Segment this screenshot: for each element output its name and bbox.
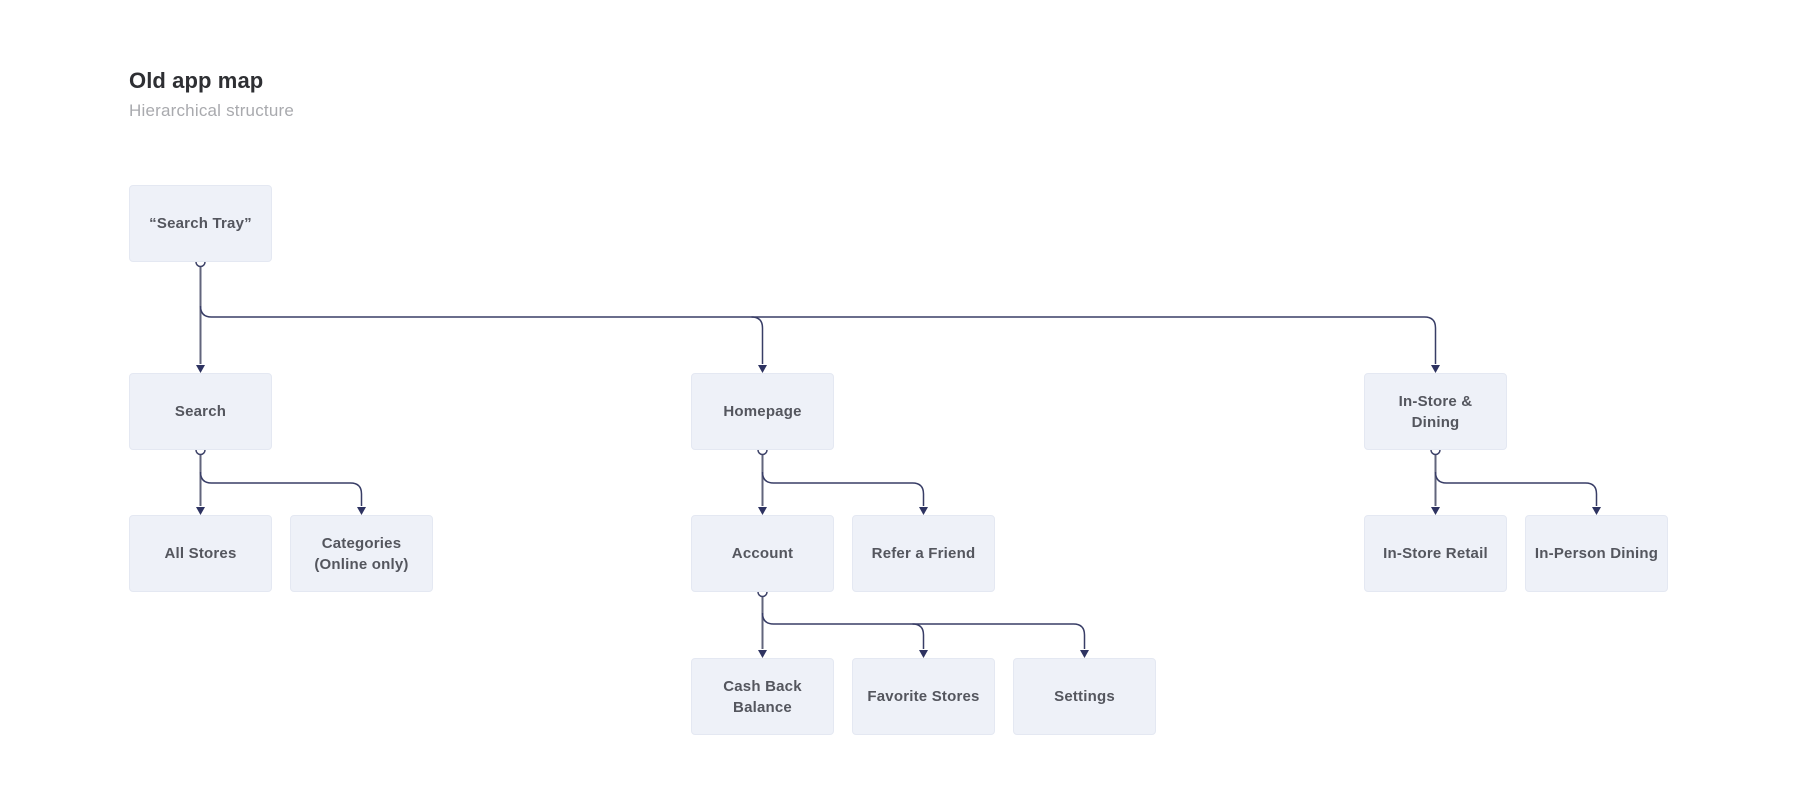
node-categories-online-only[interactable]: Categories (Online only) <box>290 515 433 592</box>
connector-search-tray-children <box>196 266 1440 373</box>
connector-in-store-dining-children <box>1431 454 1601 515</box>
arrowhead-favorite-stores <box>919 650 928 658</box>
connector-search-children <box>196 454 366 515</box>
connector-homepage-children <box>758 454 928 515</box>
node-label: Settings <box>1054 688 1115 705</box>
page-title: Old app map <box>129 68 264 93</box>
node-label: Cash Back Balance <box>723 677 802 716</box>
arrowhead-search <box>196 365 205 373</box>
node-label: “Search Tray” <box>149 215 252 232</box>
node-search[interactable]: Search <box>129 373 272 450</box>
node-label: Favorite Stores <box>867 688 980 705</box>
arrowhead-in-store-dining <box>1431 365 1440 373</box>
arrowhead-homepage <box>758 365 767 373</box>
node-label: Refer a Friend <box>871 545 976 562</box>
connector-account-children <box>758 596 1089 658</box>
node-label: In-Store Retail <box>1383 545 1488 562</box>
node-all-stores[interactable]: All Stores <box>129 515 272 592</box>
node-label: Homepage <box>723 403 802 420</box>
arrowhead-in-person-dining <box>1592 507 1601 515</box>
node-favorite-stores[interactable]: Favorite Stores <box>852 658 995 735</box>
arrowhead-categories <box>357 507 366 515</box>
arrowhead-settings <box>1080 650 1089 658</box>
node-in-person-dining[interactable]: In-Person Dining <box>1525 515 1668 592</box>
node-refer-a-friend[interactable]: Refer a Friend <box>852 515 995 592</box>
arrowhead-all-stores <box>196 507 205 515</box>
node-search-tray[interactable]: “Search Tray” <box>129 185 272 262</box>
page-subtitle: Hierarchical structure <box>129 101 295 120</box>
node-cash-back-balance[interactable]: Cash Back Balance <box>691 658 834 735</box>
node-label: In-Store & Dining <box>1398 392 1473 431</box>
node-label: Categories (Online only) <box>314 534 409 573</box>
node-label: Search <box>174 403 227 420</box>
node-settings[interactable]: Settings <box>1013 658 1156 735</box>
node-label: Account <box>731 545 794 562</box>
node-label: In-Person Dining <box>1534 545 1659 562</box>
node-in-store-retail[interactable]: In-Store Retail <box>1364 515 1507 592</box>
arrowhead-in-store-retail <box>1431 507 1440 515</box>
diagram-header: Old app map Hierarchical structure <box>129 68 294 121</box>
node-homepage[interactable]: Homepage <box>691 373 834 450</box>
arrowhead-refer-a-friend <box>919 507 928 515</box>
arrowhead-account <box>758 507 767 515</box>
node-in-store-and-dining[interactable]: In-Store & Dining <box>1364 373 1507 450</box>
arrowhead-cash-back-balance <box>758 650 767 658</box>
node-label: All Stores <box>164 545 237 562</box>
node-account[interactable]: Account <box>691 515 834 592</box>
